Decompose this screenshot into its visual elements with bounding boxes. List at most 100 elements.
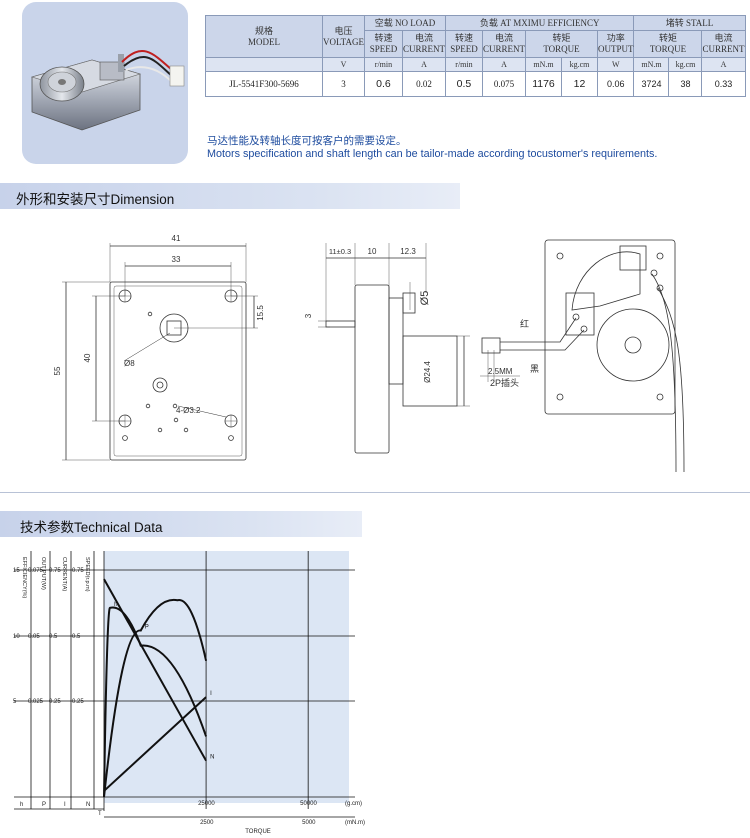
axis-symbol: P <box>42 802 46 808</box>
dim-15-5: 15.5 <box>256 305 265 321</box>
cell-model: JL-5541F300-5696 <box>205 71 323 97</box>
x-top-unit: (g.cm) <box>345 801 362 807</box>
wire-black-label: 黑 <box>530 364 539 374</box>
y-tick-label: 0.75 <box>72 568 84 574</box>
axis-symbol: h <box>20 802 23 808</box>
origin-label: T <box>98 811 102 817</box>
cell-stall-torque-kg: 38 <box>668 71 703 97</box>
unit-cell: kg.cm <box>668 57 703 72</box>
series-label: h <box>114 602 117 608</box>
motor-photo <box>30 50 185 131</box>
y-tick-label: 5 <box>13 699 17 705</box>
series-label: P <box>145 625 149 631</box>
y-tick-label: 0.5 <box>49 634 58 640</box>
x-bottom-tick-label: 2500 <box>200 820 214 826</box>
y-axis-label: OUT PUT(W) <box>40 557 46 590</box>
dimension-drawings: 41 33 15.5 40 55 Ø8 4-Ø3.2 11±0.3 10 12.… <box>53 234 685 473</box>
unit-cell: A <box>701 57 746 72</box>
cell-load-torque-kg: 12 <box>560 71 598 97</box>
wire-red-label: 红 <box>520 318 529 329</box>
axis-symbol: N <box>86 802 90 808</box>
y-tick-label: 0.05 <box>28 634 40 640</box>
series-label: I <box>210 691 212 697</box>
dim-d24-4: Ø24.4 <box>423 361 432 383</box>
unit-cell: r/min <box>363 57 403 72</box>
dim-10: 10 <box>368 247 377 256</box>
x-axis-label: TORQUE <box>245 829 271 835</box>
dim-33: 33 <box>172 255 181 264</box>
performance-chart: EFFICIENCY(%)15 10 5 OUT PUT(W)0.075 0.05 0.0… <box>13 551 365 835</box>
y-axis-label: SPEED(r.p.m) <box>84 557 90 592</box>
dim-d5: Ø5 <box>419 291 431 306</box>
unit-blank <box>205 57 323 72</box>
header-stall: 堵转 STALL <box>633 15 746 31</box>
unit-cell: A <box>481 57 526 72</box>
dim-holes: 4-Ø3.2 <box>176 406 201 415</box>
y-tick-label: 15 <box>13 568 20 574</box>
series-curve-n <box>103 578 207 762</box>
technical-title: 技术参数Technical Data <box>20 520 163 535</box>
y-axis-label: EFFICIENCY(%) <box>21 557 27 598</box>
y-axis-label: CURRENT(A) <box>61 557 67 591</box>
dim-55: 55 <box>53 366 62 375</box>
cell-noload-current: 0.02 <box>401 71 446 97</box>
unit-cell: A <box>401 57 446 72</box>
y-tick-label: 0.5 <box>72 634 81 640</box>
cell-stall-torque-mn: 3724 <box>633 71 670 97</box>
cell-output: 0.06 <box>596 71 635 97</box>
dim-12-3: 12.3 <box>400 247 416 256</box>
unit-cell: kg.cm <box>560 57 598 72</box>
unit-cell: mN.m <box>633 57 670 72</box>
y-tick-label: 0.25 <box>72 699 84 705</box>
y-tick-label: 0.75 <box>49 568 61 574</box>
pitch-label: 2.5MM <box>488 367 513 376</box>
y-tick-label: 0.025 <box>28 699 44 705</box>
section-divider <box>0 492 750 493</box>
unit-cell: mN.m <box>524 57 562 72</box>
cell-stall-current: 0.33 <box>701 71 746 97</box>
cell-noload-speed: 0.6 <box>363 71 403 97</box>
y-tick-label: 0.075 <box>28 568 44 574</box>
header-load-efficiency: 负载 AT MXIMU EFFICIENCY <box>444 15 635 31</box>
dim-41: 41 <box>172 234 181 243</box>
unit-cell: V <box>322 57 365 72</box>
dim-d8: Ø8 <box>124 359 135 368</box>
dim-11: 11±0.3 <box>329 247 351 256</box>
y-tick-label: 10 <box>13 634 20 640</box>
unit-cell: W <box>596 57 635 72</box>
series-curve-p <box>103 598 208 798</box>
dim-40: 40 <box>83 353 92 362</box>
series-label: N <box>210 755 214 761</box>
x-bottom-unit: (mN.m) <box>345 820 365 826</box>
cell-load-torque-mn: 1176 <box>524 71 562 97</box>
x-top-tick-label: 50000 <box>300 801 317 807</box>
unit-cell: r/min <box>444 57 483 72</box>
cell-load-speed: 0.5 <box>444 71 483 97</box>
dimension-title: 外形和安装尺寸Dimension <box>16 192 175 207</box>
dimension-section-bar: 外形和安装尺寸Dimension <box>0 183 460 209</box>
motor-photo-panel <box>22 2 188 164</box>
chart-plot-area <box>104 551 349 803</box>
technical-section-bar: 技术参数Technical Data <box>0 511 362 537</box>
note-chinese: 马达性能及转轴长度可按客户的需要设定。 <box>207 135 407 147</box>
cell-load-current: 0.075 <box>481 71 526 97</box>
y-tick-label: 0.25 <box>49 699 61 705</box>
x-bottom-tick-label: 5000 <box>302 820 316 826</box>
cell-voltage: 3 <box>322 71 365 97</box>
header-noload: 空载 NO LOAD <box>363 15 446 31</box>
axis-symbol: I <box>64 802 66 808</box>
dim-3: 3 <box>304 313 313 318</box>
series-curve-i <box>103 696 207 792</box>
note-english: Motors specification and shaft length ca… <box>207 148 658 160</box>
